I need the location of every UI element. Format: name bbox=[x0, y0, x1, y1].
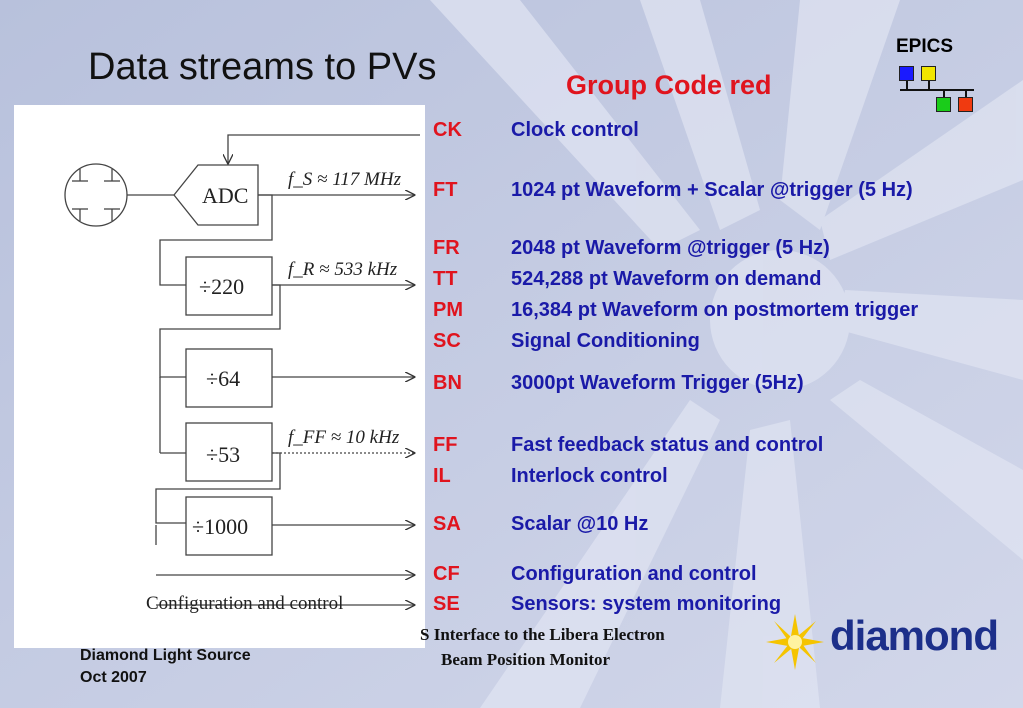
fr-frequency-label: f_R ≈ 533 kHz bbox=[288, 259, 398, 280]
epics-network-line bbox=[900, 89, 974, 91]
stream-code: CF bbox=[433, 563, 460, 585]
stream-description: Configuration and control bbox=[511, 563, 757, 585]
stream-description: Clock control bbox=[511, 119, 639, 141]
epics-network-stub bbox=[943, 90, 945, 99]
divider-220-block bbox=[185, 256, 273, 316]
stream-code: PM bbox=[433, 299, 463, 321]
stream-description: Fast feedback status and control bbox=[511, 434, 824, 456]
fs-frequency-label: f_S ≈ 117 MHz bbox=[288, 169, 402, 190]
pickup-electrode-icon bbox=[64, 163, 128, 227]
stream-code: BN bbox=[433, 372, 462, 394]
epics-network-stub bbox=[906, 81, 908, 90]
stream-description: Scalar @10 Hz bbox=[511, 513, 649, 535]
stream-code: FR bbox=[433, 237, 460, 259]
adc-label: ADC bbox=[202, 183, 248, 208]
divider-53-label: ÷53 bbox=[206, 442, 240, 467]
stream-code: TT bbox=[433, 268, 458, 290]
epics-logo-label: EPICS bbox=[896, 36, 954, 57]
footer-organization: Diamond Light Source bbox=[80, 647, 251, 664]
diamond-star-icon bbox=[766, 614, 824, 670]
epics-network-stub bbox=[965, 90, 967, 99]
diamond-logo-text: diamond bbox=[830, 612, 999, 659]
stream-code: SA bbox=[433, 513, 461, 535]
stream-code: IL bbox=[433, 465, 451, 487]
footer-talk-title-line2: Beam Position Monitor bbox=[441, 650, 611, 669]
group-code-heading: Group Code red bbox=[566, 70, 772, 100]
stream-code: SC bbox=[433, 330, 461, 352]
divider-64-block bbox=[185, 348, 273, 408]
divider-64-label: ÷64 bbox=[206, 366, 240, 391]
stream-description: Sensors: system monitoring bbox=[511, 593, 782, 615]
divider-53-block bbox=[185, 422, 273, 482]
fff-frequency-label: f_FF ≈ 10 kHz bbox=[288, 427, 400, 448]
stream-code: SE bbox=[433, 593, 460, 615]
footer-talk-title-line1: S Interface to the Libera Electron bbox=[420, 625, 665, 644]
epics-logo: EPICS bbox=[896, 36, 976, 116]
data-stream-block-diagram: ADC f_S ≈ 117 MHz f_R ≈ 533 kHz f_FF ≈ 1… bbox=[64, 134, 420, 614]
stream-code: FF bbox=[433, 434, 458, 456]
stream-description: 524,288 pt Waveform on demand bbox=[511, 268, 822, 290]
epics-red-square-icon bbox=[958, 97, 973, 112]
diagram-caption: Configuration and control bbox=[146, 593, 343, 614]
epics-blue-square-icon bbox=[899, 66, 914, 81]
epics-network-stub bbox=[928, 81, 930, 90]
diamond-logo: diamond bbox=[764, 612, 999, 672]
epics-yellow-square-icon bbox=[921, 66, 936, 81]
stream-description: 16,384 pt Waveform on postmortem trigger bbox=[511, 299, 919, 321]
stream-description: 2048 pt Waveform @trigger (5 Hz) bbox=[511, 237, 830, 259]
stream-description: Interlock control bbox=[511, 465, 668, 487]
footer-date: Oct 2007 bbox=[80, 669, 147, 686]
stream-code: FT bbox=[433, 179, 458, 201]
epics-green-square-icon bbox=[936, 97, 951, 112]
divider-1000-label: ÷1000 bbox=[192, 514, 248, 539]
stream-description: Signal Conditioning bbox=[511, 330, 700, 352]
divider-1000-block bbox=[185, 496, 273, 556]
stream-description: 3000pt Waveform Trigger (5Hz) bbox=[511, 372, 804, 394]
stream-description: 1024 pt Waveform + Scalar @trigger (5 Hz… bbox=[511, 179, 913, 201]
divider-220-label: ÷220 bbox=[199, 274, 244, 299]
block-diagram-panel: ADC f_S ≈ 117 MHz f_R ≈ 533 kHz f_FF ≈ 1… bbox=[14, 105, 425, 648]
stream-code: CK bbox=[433, 119, 462, 141]
page-title: Data streams to PVs bbox=[88, 46, 437, 88]
